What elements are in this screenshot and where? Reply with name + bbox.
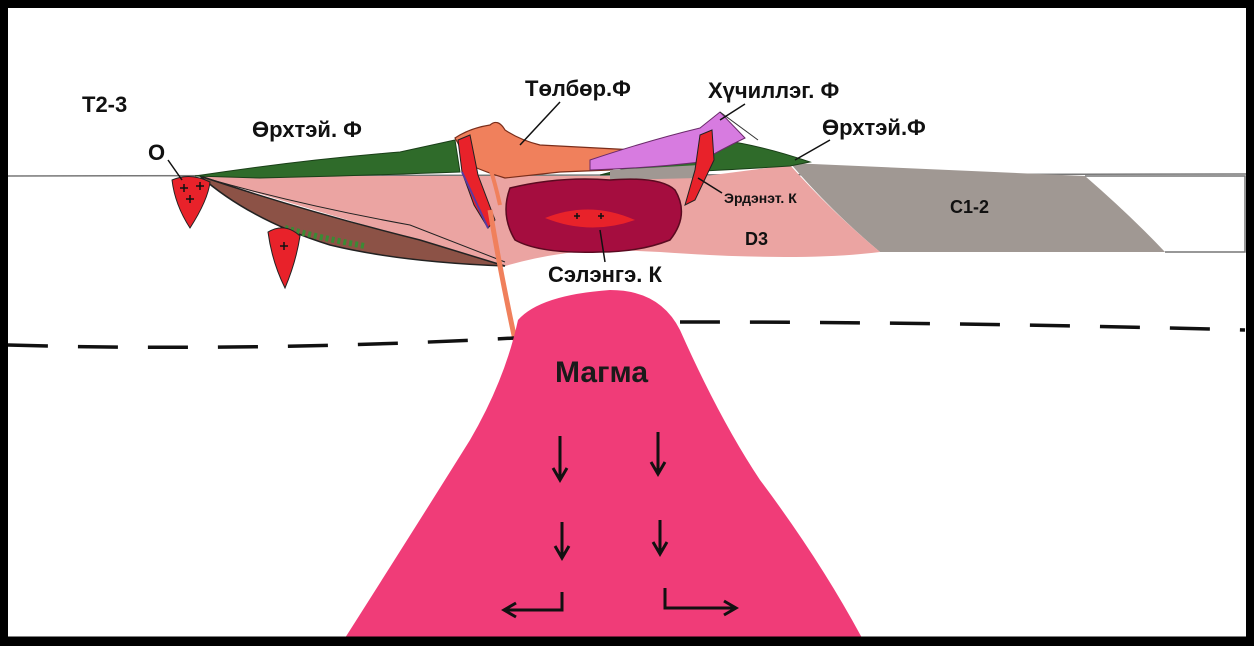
o-intrusion-top xyxy=(172,176,210,228)
label-khuchilleg: Хүчиллэг. Ф xyxy=(708,78,839,103)
label-erdenet: Эрдэнэт. К xyxy=(724,190,797,206)
label-o: O xyxy=(148,140,165,165)
label-d3: D3 xyxy=(745,229,768,249)
orkhtei-left-layer xyxy=(195,140,460,178)
leader-o xyxy=(168,160,182,180)
label-magma: Магма xyxy=(555,356,648,389)
magma-chamber xyxy=(345,290,862,638)
label-orkhtei-right: Өрхтэй.Ф xyxy=(822,115,926,140)
leader-orkhtei-right xyxy=(795,140,830,160)
leader-khuchilleg xyxy=(720,104,745,120)
leader-tolbor xyxy=(520,102,560,145)
label-tolbor: Төлбөр.Ф xyxy=(525,76,631,101)
label-c12: C1-2 xyxy=(950,197,989,217)
label-t23: T2-3 xyxy=(82,92,127,117)
label-orkhtei-left: Өрхтэй. Ф xyxy=(252,117,362,142)
label-selenge: Сэлэнгэ. К xyxy=(548,262,662,287)
o-intrusion-lower xyxy=(268,228,300,288)
